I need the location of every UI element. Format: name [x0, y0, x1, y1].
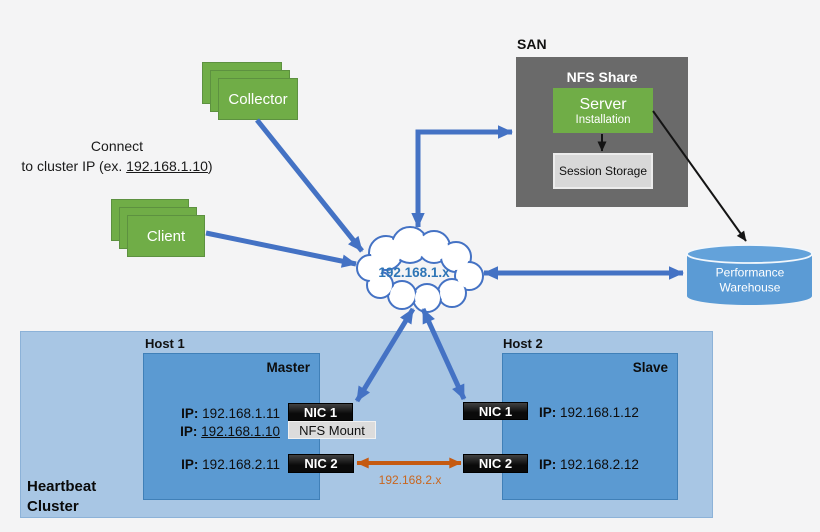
host2-label: Host 2	[503, 336, 543, 351]
host2-nic2-box: NIC 2	[463, 454, 528, 473]
host2-nic1-box: NIC 1	[463, 402, 528, 420]
san-box: NFS Share Server Installation Session St…	[516, 57, 688, 207]
server-subtitle: Installation	[575, 113, 631, 126]
warehouse-label-line1: Performance	[716, 266, 785, 280]
server-title: Server	[579, 95, 627, 113]
arrow-collector-to-cloud	[255, 118, 364, 253]
server-installation-box: Server Installation	[553, 88, 653, 133]
performance-warehouse-cylinder: Performance Warehouse	[686, 244, 813, 305]
host1-nic2-box: NIC 2	[288, 454, 354, 473]
host1-nic1-ip: IP: 192.168.1.11	[181, 406, 280, 421]
session-storage-box: Session Storage	[553, 153, 653, 189]
client-box-front: Client	[127, 215, 205, 257]
host2-nic2-ip: IP: 192.168.2.12	[539, 457, 639, 472]
cloud-network-label: 192.168.1.x	[378, 265, 450, 280]
session-storage-label: Session Storage	[558, 164, 648, 178]
host1-nfs-mount-box: NFS Mount	[288, 421, 376, 439]
san-title: SAN	[517, 36, 547, 52]
cluster-ip-underlined: 192.168.1.10	[126, 158, 208, 174]
connect-note: Connect to cluster IP (ex. 192.168.1.10)	[0, 136, 234, 176]
collector-stack: Collector	[202, 62, 302, 124]
heartbeat-network-label: 192.168.2.x	[378, 473, 442, 487]
nfs-share-label: NFS Share	[566, 69, 638, 85]
host2-nic1-ip: IP: 192.168.1.12	[539, 405, 639, 420]
host1-nic1-box: NIC 1	[288, 403, 353, 421]
heartbeat-cluster-label: Heartbeat Cluster	[27, 478, 97, 515]
network-cloud: 192.168.1.x	[356, 226, 484, 313]
host1-label: Host 1	[145, 336, 185, 351]
client-stack: Client	[111, 199, 209, 261]
host2-box: Slave	[502, 353, 678, 500]
client-label: Client	[146, 227, 186, 245]
collector-box-front: Collector	[218, 78, 298, 120]
host1-role-label: Master	[266, 360, 310, 375]
collector-label: Collector	[228, 90, 288, 108]
host1-nic2-ip: IP: 192.168.2.11	[181, 457, 280, 472]
host1-cluster-ip: IP: 192.168.1.10	[180, 424, 280, 439]
arrow-client-to-cloud	[205, 230, 357, 268]
arrow-cloud-to-san	[411, 125, 513, 228]
warehouse-label-line2: Warehouse	[720, 281, 781, 295]
connect-note-line1: Connect	[90, 138, 144, 154]
host2-role-label: Slave	[632, 360, 668, 375]
connect-note-line2: to cluster IP (ex. 192.168.1.10)	[21, 158, 213, 174]
